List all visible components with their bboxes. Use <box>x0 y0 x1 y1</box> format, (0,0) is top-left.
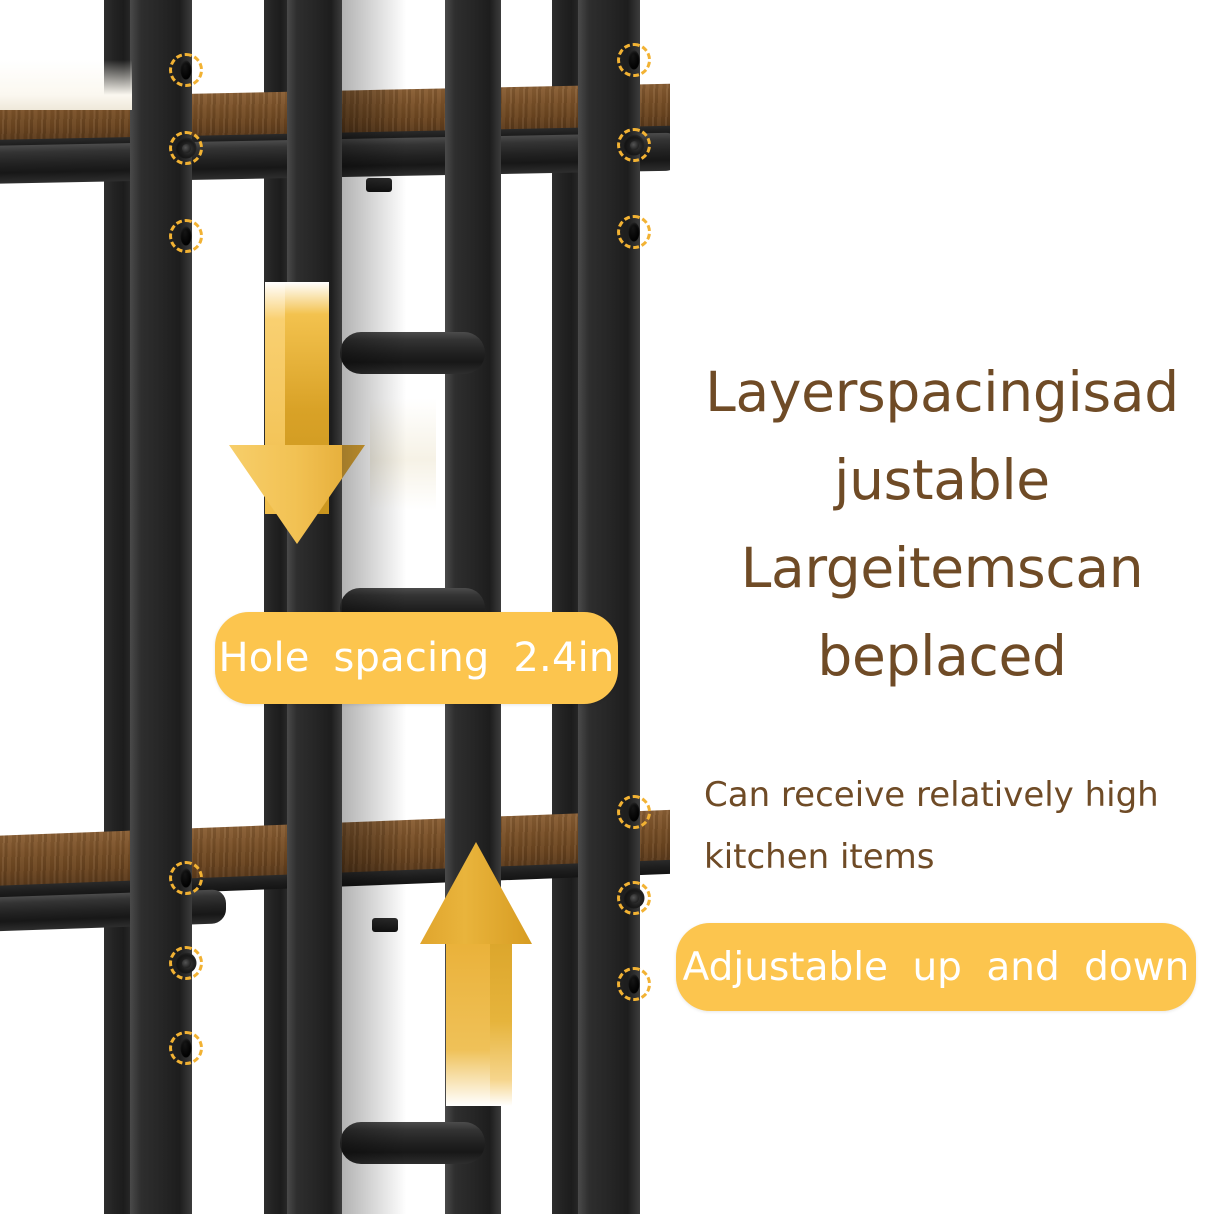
hole-highlight-ring <box>617 967 651 1001</box>
headline: Layerspacingisad justable Largeitemscan … <box>670 348 1214 700</box>
hole-highlight-ring <box>169 53 203 87</box>
hole-marker <box>617 795 651 829</box>
rung-upper <box>340 332 485 374</box>
hole-marker <box>169 219 203 253</box>
bracket-nub-lower <box>372 918 398 932</box>
post-mid-back <box>264 0 288 1214</box>
hole-highlight-ring <box>169 1031 203 1065</box>
post-mid-front <box>287 0 342 1214</box>
hole-marker-screw <box>617 128 651 162</box>
hole-highlight-ring <box>169 861 203 895</box>
hole-highlight-ring <box>617 795 651 829</box>
rail-lower <box>0 889 226 932</box>
hole-marker-screw <box>169 946 203 980</box>
hole-marker <box>169 861 203 895</box>
hole-marker-screw <box>169 131 203 165</box>
hole-marker <box>169 1031 203 1065</box>
hole-highlight-ring <box>617 128 651 162</box>
adjustable-badge: Adjustable up and down <box>676 923 1196 1011</box>
hole-highlight-ring <box>169 946 203 980</box>
headline-line-4: beplaced <box>817 624 1067 688</box>
post-left-front <box>130 0 192 1214</box>
hole-marker <box>169 53 203 87</box>
bracket-nub-upper <box>366 178 392 192</box>
hole-marker <box>617 43 651 77</box>
hole-highlight-ring <box>617 881 651 915</box>
hole-highlight-ring <box>617 43 651 77</box>
headline-line-1: Layerspacingisad <box>705 360 1179 424</box>
post-right-front <box>578 0 640 1214</box>
headline-line-2: justable <box>834 448 1050 512</box>
hole-highlight-ring <box>169 219 203 253</box>
down-arrow-icon <box>229 282 365 544</box>
subcopy: Can receive relatively high kitchen item… <box>704 764 1204 888</box>
hole-highlight-ring <box>169 131 203 165</box>
subcopy-line-2: kitchen items <box>704 837 935 877</box>
post-left-back <box>104 0 132 1214</box>
hole-marker-screw <box>617 881 651 915</box>
up-arrow-icon <box>420 842 532 1106</box>
hole-marker <box>617 967 651 1001</box>
headline-line-3: Largeitemscan <box>740 536 1144 600</box>
product-photo <box>0 0 670 1214</box>
hole-highlight-ring <box>617 215 651 249</box>
hole-marker <box>617 215 651 249</box>
hole-spacing-badge: Hole spacing 2.4in <box>215 612 618 704</box>
subcopy-line-1: Can receive relatively high <box>704 775 1159 815</box>
post-right-back <box>552 0 580 1214</box>
copy-column: Layerspacingisad justable Largeitemscan … <box>670 0 1214 1214</box>
rung-lower <box>340 1122 485 1164</box>
